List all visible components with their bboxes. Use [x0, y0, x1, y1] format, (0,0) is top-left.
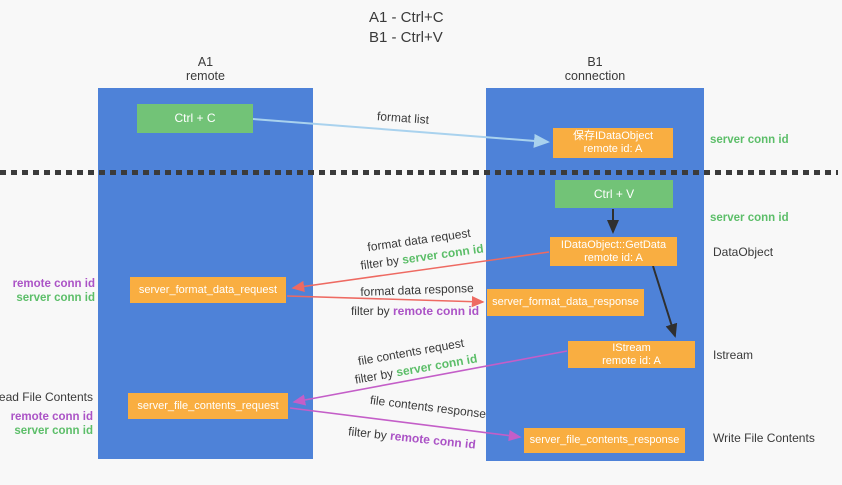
- left-remote-conn-id-1: remote conn id: [12, 278, 95, 290]
- getdata-box: IDataObject::GetData remote id: A: [550, 237, 677, 266]
- server-format-data-request-box: server_format_data_request: [130, 277, 286, 303]
- lane-a1-name: A1: [197, 55, 214, 69]
- lane-b1-header: B1 connection: [486, 55, 704, 83]
- edge-label-filter-by-remote-1: filter by remote conn id: [351, 304, 479, 318]
- lane-a1-subtitle: remote: [186, 69, 225, 83]
- save-dataobject-box: 保存IDataObject remote id: A: [553, 128, 673, 158]
- edge-label-remote-conn-id: remote conn id: [393, 304, 480, 318]
- edge-label-filter-by: filter by: [350, 304, 390, 318]
- lane-a1-header: A1 remote: [98, 55, 313, 83]
- server-format-data-response-box: server_format_data_response: [487, 289, 644, 316]
- istream-box: IStream remote id: A: [568, 341, 695, 368]
- server-file-contents-response-label: server_file_contents_response: [529, 434, 680, 446]
- file-contents-request-arrow: [292, 350, 568, 406]
- left-conn-id-block-1: remote conn id server conn id: [13, 277, 95, 305]
- right-dataobject-label: DataObject: [713, 245, 774, 259]
- server-file-contents-response-box: server_file_contents_response: [524, 428, 685, 453]
- left-read-file-contents-label: Read File Contents: [0, 390, 93, 404]
- ctrl-c-key-box: Ctrl + C: [137, 104, 253, 133]
- server-format-data-response-label: server_format_data_response: [492, 296, 639, 308]
- format-data-request-arrow: [291, 251, 550, 292]
- left-conn-id-block-2: remote conn id server conn id: [11, 410, 93, 438]
- istream-line1: IStream: [612, 341, 651, 354]
- right-server-conn-id-2: server conn id: [710, 212, 789, 224]
- server-file-contents-request-label: server_file_contents_request: [137, 399, 279, 412]
- left-remote-conn-id-2: remote conn id: [10, 411, 93, 423]
- server-file-contents-request-box: server_file_contents_request: [128, 393, 288, 419]
- format-data-response-arrow: [286, 295, 485, 308]
- lane-b1-name: B1: [587, 55, 603, 69]
- server-format-data-request-label: server_format_data_request: [138, 283, 278, 296]
- file-contents-response-arrow: [289, 407, 522, 442]
- ctrl-v-label: Ctrl + V: [593, 186, 635, 201]
- title-line-b1: B1 - Ctrl+V: [369, 29, 443, 46]
- save-dataobject-line2: remote id: A: [583, 143, 643, 155]
- save-dataobject-line1: 保存IDataObject: [572, 130, 654, 142]
- left-server-conn-id-1: server conn id: [16, 292, 95, 304]
- istream-line2: remote id: A: [602, 354, 661, 367]
- ctrl-v-key-box: Ctrl + V: [555, 180, 673, 208]
- getdata-to-istream-arrow: [652, 265, 678, 338]
- getdata-line1: IDataObject::GetData: [560, 238, 667, 251]
- diagram-title: A1 - Ctrl+C B1 - Ctrl+V: [369, 8, 444, 48]
- lane-b1-subtitle: connection: [564, 69, 626, 83]
- right-server-conn-id-1: server conn id: [710, 134, 789, 146]
- right-istream-label: Istream: [713, 348, 754, 362]
- right-write-file-contents-label: Write File Contents: [713, 431, 815, 445]
- left-server-conn-id-2: server conn id: [14, 425, 93, 437]
- ctrl-c-label: Ctrl + C: [174, 111, 216, 125]
- format-list-arrow: [252, 118, 550, 148]
- session-divider-line: [0, 170, 838, 175]
- title-line-a1: A1 - Ctrl+C: [369, 9, 444, 26]
- getdata-line2: remote id: A: [584, 251, 643, 264]
